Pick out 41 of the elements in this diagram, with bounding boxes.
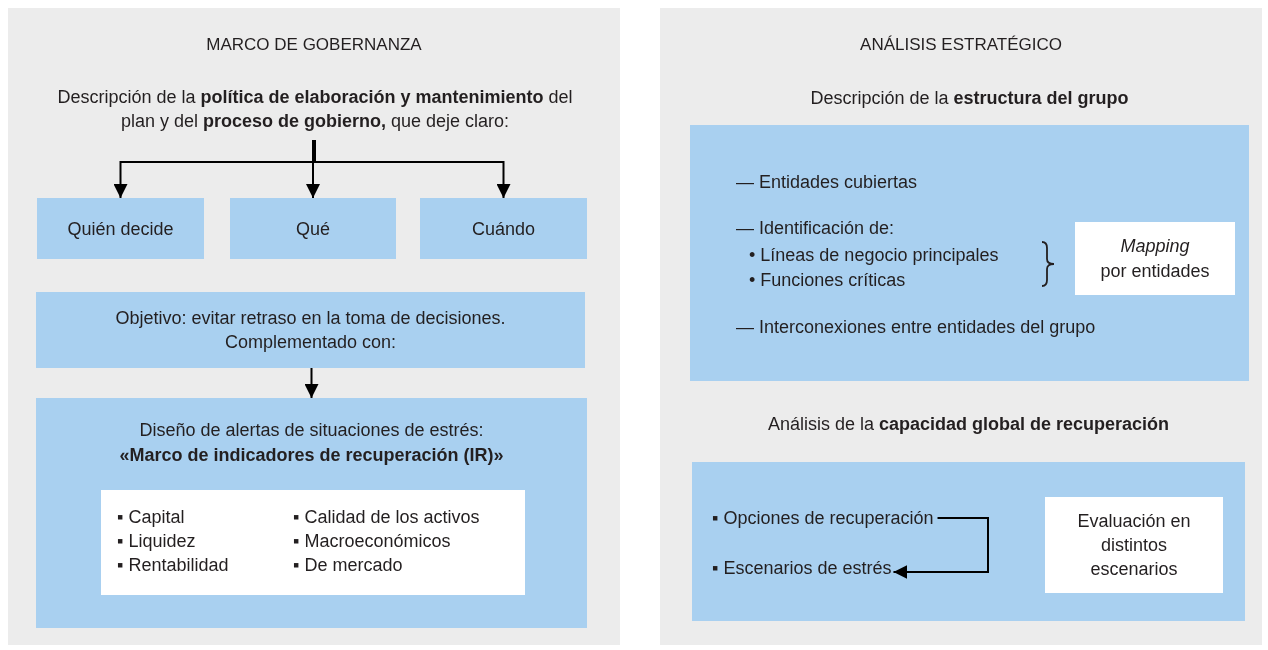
process-box [37,198,204,259]
box-text: ▪ Liquidez [117,530,197,553]
heading: Análisis de la capacidad global de recuperación [766,413,1171,436]
process-box [230,198,396,259]
process-box [420,198,587,259]
panel [8,8,620,645]
process-box [36,292,585,368]
arrow [304,367,319,399]
box-text: Quién decide [67,217,174,241]
panel-title: ANÁLISIS ESTRATÉGICO [859,34,1063,56]
box-text: Evaluación en distintos escenarios [1076,510,1192,581]
box-text: — Interconexiones entre entidades del grupo [736,316,1097,339]
box-text: • Líneas de negocio principales [749,244,1000,267]
box-text: — Identificación de: [736,217,896,240]
box-text: • Funciones críticas [749,269,907,292]
box-text: ▪ De mercado [293,554,404,577]
box-text: Qué [296,217,330,241]
arrow [892,517,989,579]
arrow [306,139,320,199]
arrow [314,139,511,199]
box-text: ▪ Macroeconómicos [293,530,452,553]
process-box [36,398,587,628]
box-text: por entidades [1099,260,1211,283]
heading: Descripción de la estructura del grupo [809,87,1130,110]
mapping-box [1075,222,1235,295]
box-text: ▪ Calidad de los activos [293,506,481,529]
box-text: Diseño de alertas de situaciones de estrés: [138,419,485,442]
panel-title: MARCO DE GOBERNANZA [205,34,423,56]
description-text: Descripción de la política de elaboración y mantenimiento del plan y del proceso de gobierno, que deje claro: [56,86,574,133]
box-text: Objetivo: evitar retraso en la toma de decisiones. Complementado con: [114,307,507,354]
list-item: ▪ Escenarios de estrés [712,552,894,584]
box-text: ▪ Capital [117,506,186,529]
box-text: — Entidades cubiertas [736,171,919,194]
box-text: «Marco de indicadores de recuperación (IR)» [118,444,505,467]
list-item: ▪ Opciones de recuperación [712,506,938,530]
result-box [1045,497,1223,593]
list-box [101,490,525,595]
box-text: Mapping [1119,235,1191,258]
panel [660,8,1262,645]
box-text: ▪ Rentabilidad [117,554,230,577]
box-text: Cuándo [471,217,536,241]
